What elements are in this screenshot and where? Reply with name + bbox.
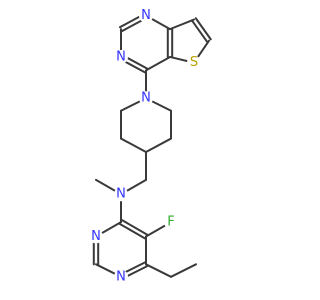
bond-c7-c6 [191,19,209,43]
nitrogen-atom-lower-pyrimidine-left-background [89,229,103,244]
nitrogen-atom-piperidine-background [139,91,153,106]
bond-pc-pd [120,137,147,153]
fluorine-atom: F [167,215,174,230]
nitrogen-atom-pyrimidine-top: N [141,8,151,23]
nitrogen-atom-lower-pyrimidine-left: N [91,229,101,244]
sulfur-atom-background [187,55,201,70]
bond-lines [92,12,212,280]
atom-labels: N N S N N F N N [89,8,201,284]
bond-c7-c6 [194,17,212,41]
bond-pb-pc [145,137,172,153]
nitrogen-atom-amine: N [116,187,126,202]
bond-q4-q5 [118,222,146,240]
nitrogen-atom-piperidine: N [141,91,151,106]
nitrogen-atom-pyrimidine-left-background [114,49,128,64]
bond-c7a-c7 [169,18,195,31]
sulfur-atom: S [190,55,198,70]
nitrogen-atom-amine-background [114,187,128,202]
bond-c4-c4a [145,55,171,72]
molecule-structure: N N S N N F N N [89,8,212,285]
bond-et1-et2 [170,263,197,278]
bond-q4-q5 [121,219,149,236]
nitrogen-atom-pyrimidine-top-background [139,8,153,23]
bond-q6-et1 [145,263,172,278]
nitrogen-atom-lower-pyrimidine-bottom-background [114,269,128,284]
fluorine-atom-background [164,215,178,230]
nitrogen-atom-pyrimidine-left: N [116,49,126,64]
nitrogen-atom-lower-pyrimidine-bottom: N [116,269,126,284]
